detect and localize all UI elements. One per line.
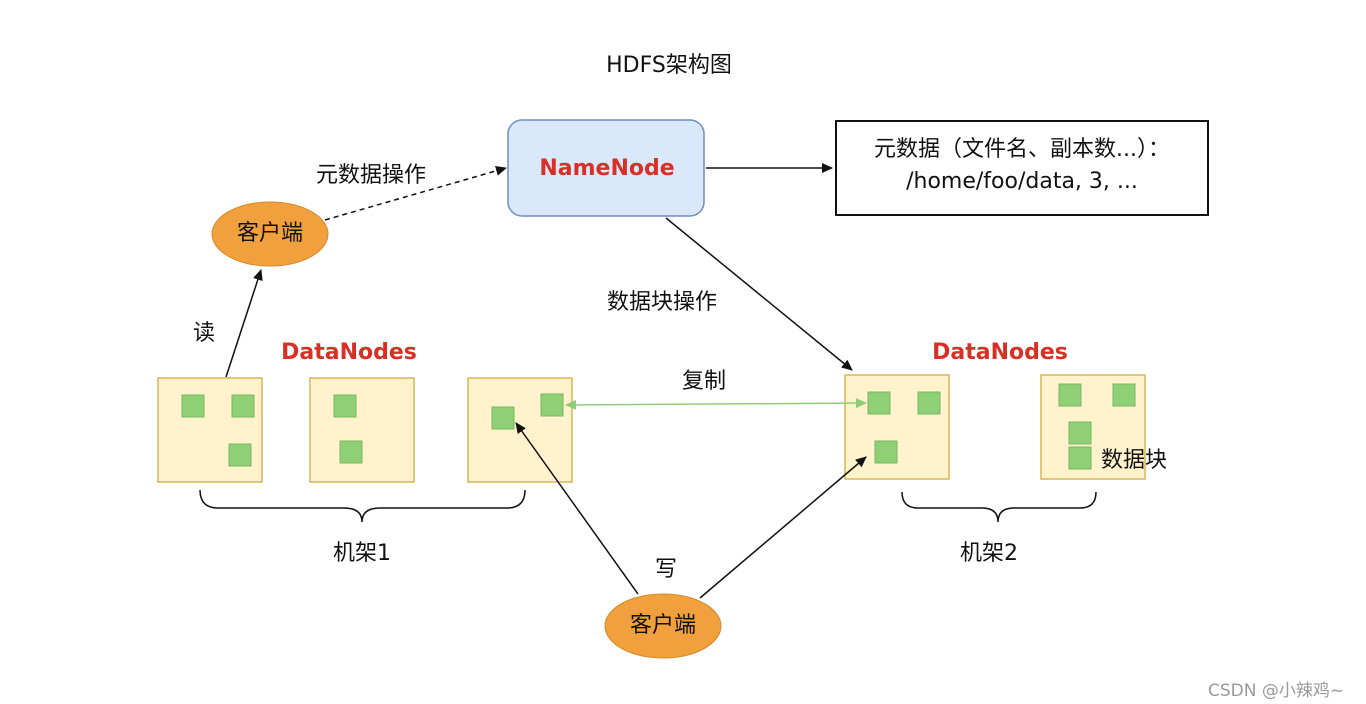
client-bottom-label: 客户端 bbox=[629, 613, 697, 638]
namenode-label: NameNode bbox=[539, 156, 675, 181]
block bbox=[874, 440, 898, 464]
replicate-arrow bbox=[565, 398, 867, 410]
write-arrow-right bbox=[699, 456, 867, 599]
datanode-box-2 bbox=[309, 377, 415, 483]
client-bottom-ellipse bbox=[604, 593, 722, 659]
rack2-brace bbox=[901, 491, 1097, 523]
block bbox=[917, 391, 941, 415]
block bbox=[333, 394, 357, 418]
block bbox=[231, 394, 255, 418]
block bbox=[1112, 383, 1136, 407]
block bbox=[339, 440, 363, 464]
replicate-label: 复制 bbox=[681, 369, 727, 394]
client-top-label: 客户端 bbox=[236, 221, 304, 246]
rack2-label: 机架2 bbox=[960, 541, 1018, 566]
datanodes-right-label: DataNodes bbox=[932, 340, 1068, 365]
block bbox=[1068, 421, 1092, 445]
block bbox=[1068, 446, 1092, 470]
write-arrow-left bbox=[515, 422, 639, 595]
read-label: 读 bbox=[193, 321, 216, 346]
data-blocks bbox=[181, 383, 1136, 470]
client-top-ellipse bbox=[211, 201, 329, 267]
metadata-box: 元数据（文件名、副本数...）： /home/foo/data, 3, ... bbox=[835, 120, 1209, 216]
read-arrow bbox=[225, 269, 263, 378]
metadata-line-1: 元数据（文件名、副本数...）： bbox=[874, 137, 1170, 162]
datanodes-left-label: DataNodes bbox=[281, 340, 417, 365]
block bbox=[540, 393, 564, 417]
block bbox=[228, 443, 252, 467]
rack1-brace bbox=[199, 489, 526, 523]
block bbox=[491, 406, 515, 430]
write-label: 写 bbox=[655, 557, 678, 582]
block-ops-label: 数据块操作 bbox=[606, 290, 718, 315]
metadata-ops-label: 元数据操作 bbox=[315, 163, 427, 188]
data-block-label: 数据块 bbox=[1101, 448, 1168, 473]
watermark: CSDN @小辣鸡~ bbox=[1208, 681, 1345, 701]
block-ops-arrow bbox=[665, 217, 853, 371]
diagram-title: HDFS架构图 bbox=[606, 53, 732, 78]
metadata-ops-arrow bbox=[324, 165, 507, 221]
block bbox=[867, 391, 891, 415]
namenode-box bbox=[507, 119, 705, 217]
metadata-line-2: /home/foo/data, 3, ... bbox=[906, 169, 1138, 194]
block bbox=[181, 394, 205, 418]
rack1-label: 机架1 bbox=[333, 541, 391, 566]
block bbox=[1058, 383, 1082, 407]
